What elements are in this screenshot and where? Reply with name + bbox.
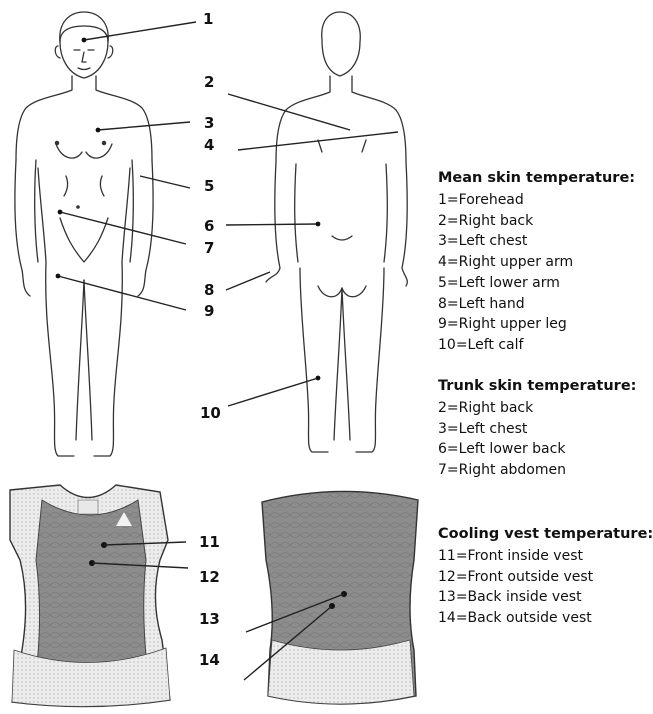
- list-item: 5=Left lower arm: [438, 273, 635, 294]
- marker-14: 14: [199, 651, 220, 669]
- marker-8: 8: [204, 281, 214, 299]
- marker-9: 9: [204, 302, 214, 320]
- list-item: 8=Left hand: [438, 294, 635, 315]
- marker-11: 11: [199, 533, 220, 551]
- list-item: 4=Right upper arm: [438, 252, 635, 273]
- list-item: 11=Front inside vest: [438, 546, 653, 567]
- list-item: 7=Right abdomen: [438, 460, 636, 481]
- marker-2: 2: [204, 73, 214, 91]
- marker-13: 13: [199, 610, 220, 628]
- list-item: 9=Right upper leg: [438, 314, 635, 335]
- list-item: 2=Right back: [438, 398, 636, 419]
- legend-mean-list: 1=Forehead 2=Right back 3=Left chest 4=R…: [438, 190, 635, 356]
- legend-trunk-list: 2=Right back 3=Left chest 6=Left lower b…: [438, 398, 636, 481]
- legend-vest-title: Cooling vest temperature:: [438, 524, 653, 544]
- legend-vest-list: 11=Front inside vest 12=Front outside ve…: [438, 546, 653, 629]
- back-vest: [262, 491, 418, 704]
- front-vest: [10, 485, 170, 707]
- legend-cooling-vest: Cooling vest temperature: 11=Front insid…: [438, 524, 653, 629]
- list-item: 14=Back outside vest: [438, 608, 653, 629]
- legend-trunk-skin: Trunk skin temperature: 2=Right back 3=L…: [438, 376, 636, 481]
- marker-12: 12: [199, 568, 220, 586]
- legend-trunk-title: Trunk skin temperature:: [438, 376, 636, 396]
- legend-mean-skin: Mean skin temperature: 1=Forehead 2=Righ…: [438, 168, 635, 356]
- marker-10: 10: [200, 404, 221, 422]
- back-body-outline: [266, 12, 407, 452]
- list-item: 6=Left lower back: [438, 439, 636, 460]
- list-item: 1=Forehead: [438, 190, 635, 211]
- list-item: 3=Left chest: [438, 231, 635, 252]
- list-item: 2=Right back: [438, 211, 635, 232]
- list-item: 10=Left calf: [438, 335, 635, 356]
- list-item: 13=Back inside vest: [438, 587, 653, 608]
- marker-3: 3: [204, 114, 214, 132]
- list-item: 3=Left chest: [438, 419, 636, 440]
- marker-6: 6: [204, 217, 214, 235]
- marker-7: 7: [204, 239, 214, 257]
- legend-mean-title: Mean skin temperature:: [438, 168, 635, 188]
- list-item: 12=Front outside vest: [438, 567, 653, 588]
- marker-4: 4: [204, 136, 214, 154]
- marker-5: 5: [204, 177, 214, 195]
- marker-1: 1: [203, 10, 213, 28]
- front-body-outline: [15, 12, 153, 456]
